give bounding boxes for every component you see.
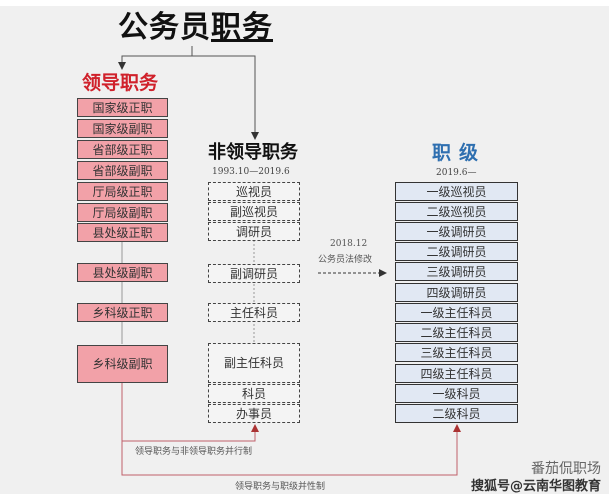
non-leadership-item: 副巡视员 <box>208 202 300 221</box>
non-leadership-item: 巡视员 <box>208 182 300 201</box>
rank-item: 一级调研员 <box>395 222 518 241</box>
non-leadership-item: 调研员 <box>208 222 300 241</box>
title-connector <box>118 46 193 70</box>
non-leadership-heading: 非领导职务 <box>208 142 298 163</box>
rank-item: 一级科员 <box>395 384 518 403</box>
transition-date: 2018.12 <box>330 239 368 249</box>
diagram-canvas: 公务员职务 领导职务 国家级正职 国家级副职 省部级正职 省部级副职 厅局级正职… <box>0 6 609 494</box>
note-parallel-non-leadership: 领导职务与非领导职务并行制 <box>135 447 253 457</box>
rank-item: 三级主任科员 <box>395 343 518 362</box>
leadership-item: 县处级副职 <box>77 263 168 282</box>
leadership-item: 厅局级正职 <box>77 182 168 201</box>
note-parallel-rank: 领导职务与职级并性制 <box>235 482 326 492</box>
rank-item: 四级主任科员 <box>395 364 518 383</box>
non-leadership-item: 副主任科员 <box>208 343 300 383</box>
connector-lines <box>118 46 461 476</box>
leadership-item: 省部级副职 <box>77 161 168 180</box>
rank-item: 三级调研员 <box>395 262 518 281</box>
rank-item: 一级主任科员 <box>395 303 518 322</box>
non-leadership-item: 主任科员 <box>208 303 300 322</box>
leadership-item: 省部级正职 <box>77 140 168 159</box>
rank-item: 四级调研员 <box>395 283 518 302</box>
leadership-item: 厅局级副职 <box>77 203 168 222</box>
non-leadership-item: 副调研员 <box>208 264 300 283</box>
leadership-item: 乡科级副职 <box>77 345 168 383</box>
rank-item: 一级巡视员 <box>395 182 518 201</box>
rank-item: 二级科员 <box>395 404 518 423</box>
leadership-item: 乡科级正职 <box>77 303 168 322</box>
watermark-line1: 番茄侃职场 <box>531 461 601 477</box>
non-leadership-item: 科员 <box>208 384 300 403</box>
leadership-item: 国家级正职 <box>77 98 168 117</box>
leadership-item: 国家级副职 <box>77 119 168 138</box>
rank-item: 二级调研员 <box>395 242 518 261</box>
rank-item: 二级主任科员 <box>395 323 518 342</box>
page-title: 公务员职务 <box>118 10 273 45</box>
watermark-line2: 搜狐号@云南华图教育 <box>470 479 601 494</box>
leadership-item: 县处级正职 <box>77 223 168 242</box>
non-leadership-period: 1993.10—2019.6 <box>212 167 290 177</box>
rank-item: 二级巡视员 <box>395 202 518 221</box>
leadership-heading: 领导职务 <box>82 72 159 94</box>
non-leadership-item: 办事员 <box>208 404 300 423</box>
rank-period: 2019.6— <box>436 168 477 178</box>
transition-label: 公务员法修改 <box>318 255 373 265</box>
rank-heading: 职级 <box>432 142 487 164</box>
